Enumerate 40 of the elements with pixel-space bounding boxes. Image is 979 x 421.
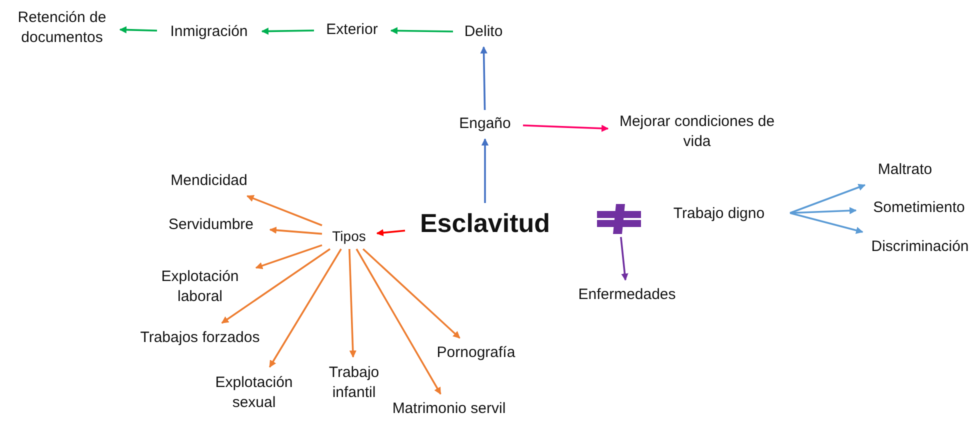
arrow bbox=[522, 124, 609, 132]
concept-label: Explotación laboral bbox=[160, 267, 240, 307]
concept-label: Maltrato bbox=[878, 160, 932, 180]
arrow bbox=[269, 226, 322, 235]
concept-label: Mendicidad bbox=[170, 171, 248, 191]
arrow bbox=[261, 28, 314, 35]
arrow bbox=[356, 248, 442, 395]
concept-label: Trabajos forzados bbox=[140, 328, 260, 348]
arrow bbox=[255, 244, 322, 270]
arrow bbox=[790, 207, 857, 214]
arrow bbox=[620, 236, 628, 281]
concept-label: Pornografía bbox=[436, 343, 516, 363]
concept-label: Tipos bbox=[332, 227, 366, 246]
arrow bbox=[481, 138, 489, 203]
concept-label: Trabajo digno bbox=[673, 204, 765, 224]
concept-label: Esclavitud bbox=[420, 208, 550, 238]
concept-label: Engaño bbox=[459, 114, 511, 134]
concept-label: Servidumbre bbox=[168, 215, 254, 235]
arrow bbox=[376, 229, 406, 236]
arrow bbox=[268, 248, 342, 368]
arrow bbox=[119, 26, 158, 34]
concept-label: Delito bbox=[464, 22, 503, 42]
arrow bbox=[246, 195, 322, 226]
concept-label: Trabajo infantil bbox=[328, 363, 380, 403]
arrow bbox=[362, 248, 460, 339]
concept-label: Sometimiento bbox=[873, 198, 965, 218]
arrow bbox=[221, 248, 330, 324]
arrow bbox=[348, 248, 356, 358]
concept-label: Explotación sexual bbox=[214, 373, 294, 413]
arrow bbox=[480, 46, 488, 110]
concept-label: Mejorar condiciones de vida bbox=[618, 112, 776, 152]
concept-label: Inmigración bbox=[170, 22, 248, 42]
concept-label: Matrimonio servil bbox=[392, 398, 506, 418]
concept-label: Retención de documentos bbox=[16, 8, 108, 48]
arrow bbox=[790, 184, 866, 214]
arrow bbox=[390, 27, 454, 34]
arrow bbox=[790, 212, 864, 234]
concept-label: Enfermedades bbox=[578, 285, 676, 305]
concept-label: Exterior bbox=[326, 20, 378, 40]
concept-label: Discriminación bbox=[871, 237, 969, 257]
